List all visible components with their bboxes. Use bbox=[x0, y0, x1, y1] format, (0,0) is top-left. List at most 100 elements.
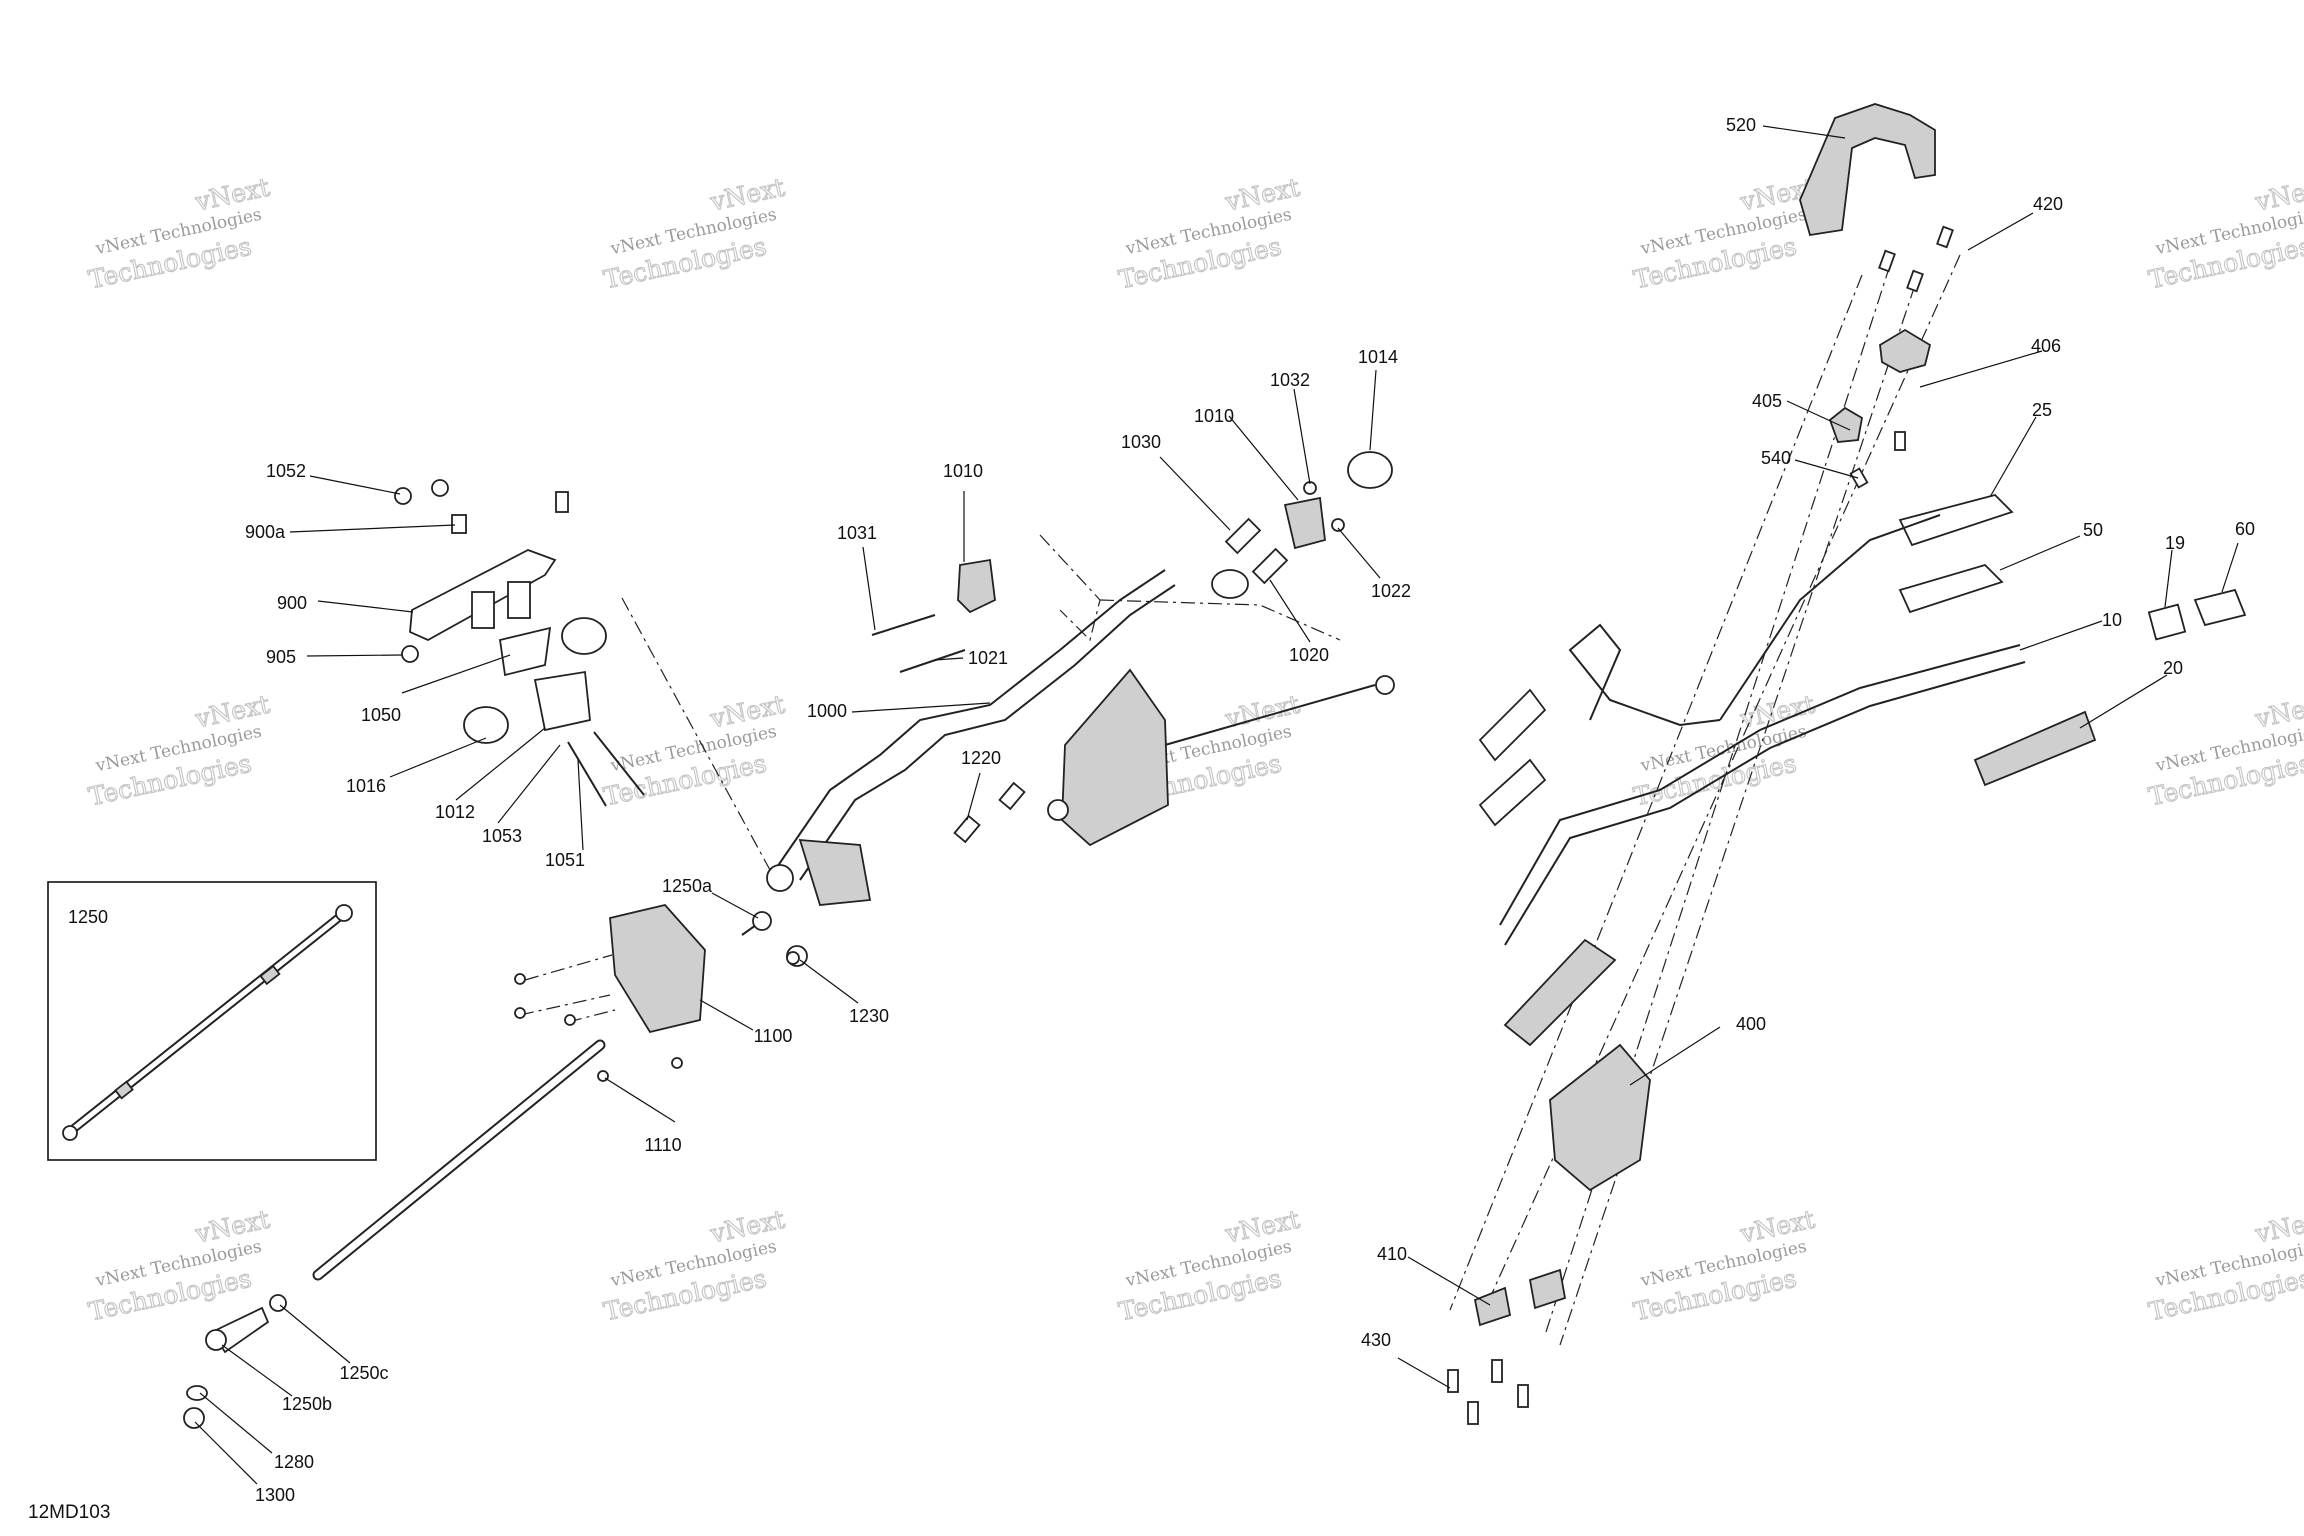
bolt-1220b bbox=[998, 781, 1026, 811]
leader-lines bbox=[194, 125, 2239, 1485]
housing-1100 bbox=[609, 904, 706, 1034]
assembly-lines bbox=[519, 254, 1961, 1346]
bushing-1050a bbox=[471, 591, 495, 629]
callout-1032: 1032 bbox=[1270, 370, 1310, 390]
bolt-420c bbox=[1936, 225, 1954, 249]
callout-1010: 1010 bbox=[943, 461, 983, 481]
nut-905 bbox=[401, 645, 419, 663]
inset-1250: 1250 bbox=[47, 881, 377, 1161]
nut-1022 bbox=[1331, 518, 1345, 532]
screw-540 bbox=[1849, 467, 1869, 489]
callout-400: 400 bbox=[1736, 1014, 1766, 1034]
bolt-406 bbox=[1894, 431, 1906, 451]
sleeve-1020 bbox=[1251, 547, 1289, 585]
sleeve-1030 bbox=[1224, 517, 1262, 555]
callout-60: 60 bbox=[2235, 519, 2255, 539]
bolt-1051a bbox=[567, 741, 607, 807]
riser-eye bbox=[766, 864, 794, 892]
washer-1280 bbox=[186, 1385, 208, 1401]
callout-1030: 1030 bbox=[1121, 432, 1161, 452]
tie-rod-end-upper bbox=[1375, 675, 1395, 695]
throttle-sleeve-25 bbox=[1898, 493, 2014, 547]
bolt-420b bbox=[1906, 269, 1924, 293]
callout-410: 410 bbox=[1377, 1244, 1407, 1264]
clamp-1050 bbox=[498, 626, 552, 677]
callout-1230: 1230 bbox=[849, 1006, 889, 1026]
callout-1250c: 1250c bbox=[339, 1363, 388, 1383]
callout-1021: 1021 bbox=[968, 648, 1008, 668]
ring-1016 bbox=[463, 706, 509, 744]
handlebar-1000 bbox=[774, 569, 1166, 871]
callout-1051: 1051 bbox=[545, 850, 585, 870]
callout-900: 900 bbox=[277, 593, 307, 613]
nut-1052b bbox=[431, 479, 449, 497]
callout-1300: 1300 bbox=[255, 1485, 295, 1505]
callout-25: 25 bbox=[2032, 400, 2052, 420]
clamp-1010b bbox=[1283, 496, 1326, 550]
bolt-1051b bbox=[593, 731, 645, 796]
bolt-430b bbox=[1467, 1401, 1479, 1425]
screw-1100c bbox=[564, 1014, 576, 1026]
bracket-400 bbox=[1549, 1043, 1651, 1192]
callout-10: 10 bbox=[2102, 610, 2122, 630]
ring-1020 bbox=[1211, 569, 1249, 599]
bolt-430c bbox=[1491, 1359, 1503, 1383]
callout-1012: 1012 bbox=[435, 802, 475, 822]
ring-1016a bbox=[561, 617, 607, 655]
diagram-id: 12MD103 bbox=[28, 1502, 110, 1523]
callout-520: 520 bbox=[1726, 115, 1756, 135]
housing-upper bbox=[1061, 668, 1169, 847]
callout-20: 20 bbox=[2163, 658, 2183, 678]
inset-label: 1250 bbox=[68, 907, 108, 927]
inset-frame bbox=[47, 881, 377, 1161]
left-steering-assembly bbox=[183, 451, 1395, 1429]
riser-block bbox=[798, 838, 872, 906]
callout-1022: 1022 bbox=[1371, 581, 1411, 601]
bolt-430a bbox=[1447, 1369, 1459, 1393]
callout-905: 905 bbox=[266, 647, 296, 667]
end-60 bbox=[2193, 588, 2247, 627]
callout-1250b: 1250b bbox=[282, 1394, 332, 1414]
handlebar-10 bbox=[1499, 644, 2021, 926]
callout-19: 19 bbox=[2165, 533, 2185, 553]
callout-540: 540 bbox=[1761, 448, 1791, 468]
bolt-1021 bbox=[899, 649, 966, 673]
tie-rod-upper bbox=[1164, 684, 1376, 746]
grip-20 bbox=[1973, 710, 2097, 787]
callout-1110: 1110 bbox=[644, 1135, 681, 1155]
callout-1250a: 1250a bbox=[662, 876, 713, 896]
callout-1020: 1020 bbox=[1289, 645, 1329, 665]
clamp-410b bbox=[1528, 1268, 1567, 1310]
ring-1014 bbox=[1347, 451, 1393, 489]
bolt-1031 bbox=[871, 614, 936, 636]
cable-harness bbox=[1568, 623, 1721, 727]
sleeve-left bbox=[1478, 758, 1547, 827]
nut-1052 bbox=[394, 487, 412, 505]
callout-1010b: 1010 bbox=[1194, 406, 1234, 426]
handlebar-10-edge bbox=[1504, 661, 2026, 946]
handlebar-1000-edge bbox=[799, 584, 1176, 881]
callout-1050: 1050 bbox=[361, 705, 401, 725]
callout-1014: 1014 bbox=[1358, 347, 1398, 367]
callout-420: 420 bbox=[2033, 194, 2063, 214]
tie-rod-1250-inset bbox=[62, 904, 353, 1141]
callout-1000: 1000 bbox=[807, 701, 847, 721]
callout-50: 50 bbox=[2083, 520, 2103, 540]
bolt-1220a bbox=[953, 814, 981, 844]
callout-labels: 520 420 406 405 540 25 50 19 60 10 20 40… bbox=[245, 115, 2255, 1505]
callout-1280: 1280 bbox=[274, 1452, 314, 1472]
callout-405: 405 bbox=[1752, 391, 1782, 411]
